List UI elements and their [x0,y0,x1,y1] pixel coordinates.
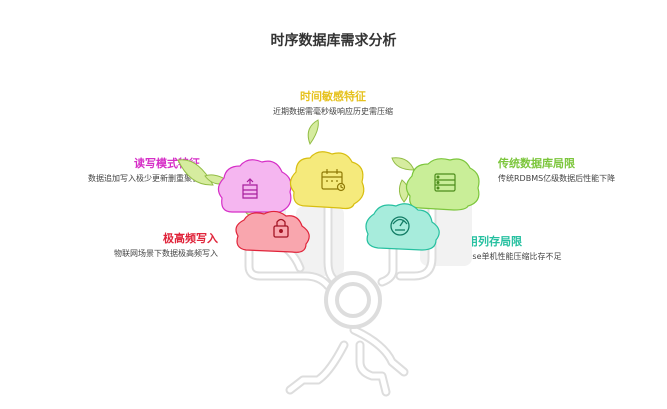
calendar-icon [321,169,346,192]
label-high-freq-desc: 物联网场景下数据极高频写入 [114,249,218,258]
hub-circle [324,271,382,329]
label-time-sensitive-heading: 时间敏感特征 [300,90,366,103]
label-time-sensitive: 时间敏感特征 近期数据需毫秒级响应历史需压缩 [233,90,433,117]
cloud-traditional-db [405,158,480,211]
page-title: 时序数据库需求分析 [270,33,397,49]
label-high-freq-heading: 极高频写入 [163,232,218,245]
cloud-time-sensitive [289,151,365,210]
label-traditional-db-desc: 传统RDBMS亿级数据后性能下降 [498,174,616,183]
database-write-icon [242,178,258,199]
label-read-write-desc: 数据追加写入极少更新删重聚合 [88,174,200,183]
label-time-sensitive-desc: 近期数据需毫秒级响应历史需压缩 [273,107,393,116]
cloud-read-write [217,159,292,213]
label-column-store-heading: 通用列存局限 [456,235,522,248]
leaf-top-right [391,157,415,171]
label-high-freq: 极高频写入 物联网场景下数据极高频写入 [40,232,218,259]
label-column-store-desc: HBase单机性能压缩比存不足 [456,252,562,261]
leaf-top [307,119,319,146]
gauge-icon [390,216,410,236]
lock-icon [273,218,289,238]
label-traditional-db-heading: 传统数据库局限 [498,157,575,170]
label-traditional-db: 传统数据库局限 传统RDBMS亿级数据后性能下降 [498,157,663,184]
cloud-high-freq [235,210,310,253]
server-icon [434,173,456,192]
label-column-store: 通用列存局限 HBase单机性能压缩比存不足 [456,235,636,262]
cloud-column-store [365,203,440,251]
